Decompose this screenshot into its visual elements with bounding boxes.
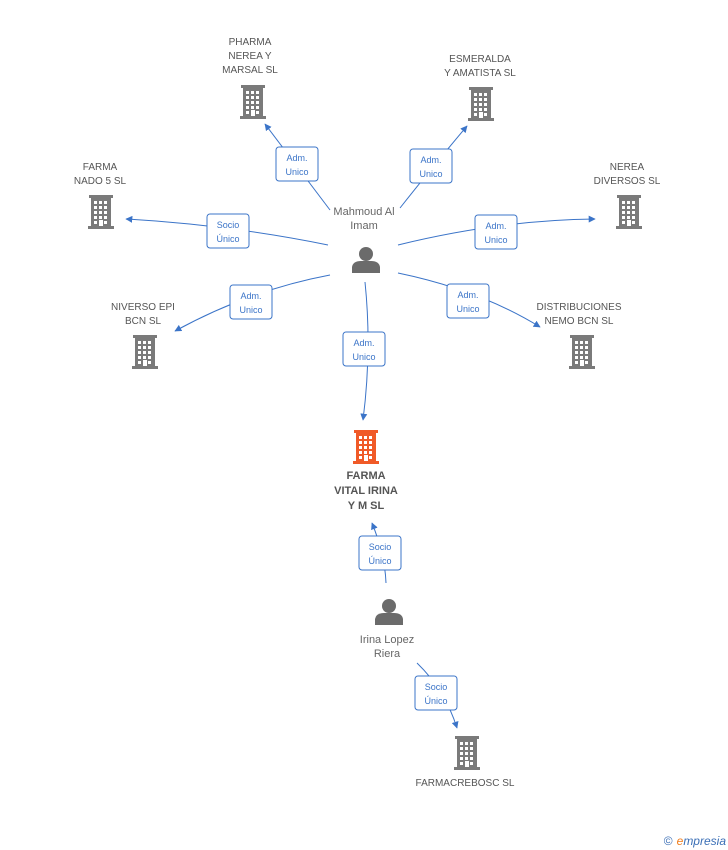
edge-label-text: Único xyxy=(216,234,239,244)
edge-label-box xyxy=(342,331,386,367)
node-label: NEMO BCN SL xyxy=(545,316,614,327)
edge-label-box xyxy=(414,675,458,711)
edge-label-text: Unico xyxy=(419,169,442,179)
building-icon xyxy=(616,195,642,229)
edge-label-text: Único xyxy=(368,556,391,566)
edge-label-text: Unico xyxy=(239,305,262,315)
edge-mahmoud-to-farma-vital: Adm. Unico xyxy=(342,281,386,421)
node-label: Y AMATISTA SL xyxy=(444,68,516,79)
node-farmacrebosc[interactable]: FARMACREBOSC SL xyxy=(416,736,515,789)
node-mahmoud[interactable]: Mahmoud Al Imam xyxy=(333,206,395,273)
node-label: NEREA Y xyxy=(228,51,271,62)
edge-mahmoud-to-esmeralda: Adm. Unico xyxy=(399,125,468,209)
node-label: DISTRIBUCIONES xyxy=(536,302,621,313)
node-label: Y M SL xyxy=(348,500,385,512)
edge-label-text: Unico xyxy=(285,167,308,177)
edge-label-text: Adm. xyxy=(420,155,441,165)
node-label: Irina Lopez xyxy=(360,634,414,646)
node-label: MARSAL SL xyxy=(222,65,278,76)
edge-label-box xyxy=(206,213,250,249)
person-icon xyxy=(375,599,403,625)
edge-label-text: Unico xyxy=(484,235,507,245)
node-label: NADO 5 SL xyxy=(74,176,127,187)
node-label: VITAL IRINA xyxy=(334,485,398,497)
building-icon xyxy=(454,736,480,770)
node-label: FARMA xyxy=(83,162,118,173)
node-label: Imam xyxy=(350,220,378,232)
copyright-icon: © xyxy=(663,834,673,848)
edge-label-text: Unico xyxy=(456,304,479,314)
building-icon xyxy=(240,85,266,119)
building-icon xyxy=(353,430,379,464)
node-label: NEREA xyxy=(610,162,645,173)
edge-label-text: Adm. xyxy=(286,153,307,163)
building-icon xyxy=(468,87,494,121)
edge-label-box xyxy=(446,283,490,319)
edge-label-box xyxy=(474,214,518,250)
edge-label-text: Socio xyxy=(217,220,240,230)
node-label: Riera xyxy=(374,648,401,660)
brand-logo: empresia xyxy=(676,834,726,848)
node-distrib[interactable]: DISTRIBUCIONES NEMO BCN SL xyxy=(536,302,622,369)
edge-mahmoud-to-niverso: Adm. Unico xyxy=(174,274,331,332)
node-label: FARMACREBOSC SL xyxy=(416,778,515,789)
node-niverso[interactable]: NIVERSO EPI BCN SL xyxy=(111,302,175,369)
node-label: Mahmoud Al xyxy=(333,206,394,218)
building-icon xyxy=(569,335,595,369)
edge-label-text: Adm. xyxy=(353,338,374,348)
edge-label-box xyxy=(409,148,453,184)
node-label: FARMA xyxy=(346,470,385,482)
node-label: BCN SL xyxy=(125,316,162,327)
edge-label-text: Socio xyxy=(369,542,392,552)
edge-label-text: Adm. xyxy=(485,221,506,231)
node-farma-nado[interactable]: FARMA NADO 5 SL xyxy=(74,162,127,229)
edge-label-box xyxy=(358,535,402,571)
node-nerea-div[interactable]: NEREA DIVERSOS SL xyxy=(594,162,661,229)
edge-mahmoud-to-pharma: Adm. Unico xyxy=(264,123,331,211)
edge-label-box xyxy=(229,284,273,320)
node-label: PHARMA xyxy=(229,37,272,48)
edge-label-text: Adm. xyxy=(240,291,261,301)
node-farma-vital[interactable]: FARMA VITAL IRINA Y M SL xyxy=(334,430,398,512)
edge-label-text: Unico xyxy=(352,352,375,362)
node-label: NIVERSO EPI xyxy=(111,302,175,313)
footer-brand: ©empresia xyxy=(664,834,726,848)
person-icon xyxy=(352,247,380,273)
edge-label-box xyxy=(275,146,319,182)
edge-label-text: Único xyxy=(424,696,447,706)
building-icon xyxy=(132,335,158,369)
node-label: DIVERSOS SL xyxy=(594,176,661,187)
node-label: ESMERALDA xyxy=(449,54,511,65)
edge-label-text: Socio xyxy=(425,682,448,692)
node-esmeralda[interactable]: ESMERALDA Y AMATISTA SL xyxy=(444,54,516,121)
building-icon xyxy=(88,195,114,229)
edge-mahmoud-to-distrib: Adm. Unico xyxy=(397,272,541,328)
edge-label-text: Adm. xyxy=(457,290,478,300)
edge-mahmoud-to-nerea-div: Adm. Unico xyxy=(397,214,596,250)
node-pharma[interactable]: PHARMA NEREA Y MARSAL SL xyxy=(222,37,278,119)
